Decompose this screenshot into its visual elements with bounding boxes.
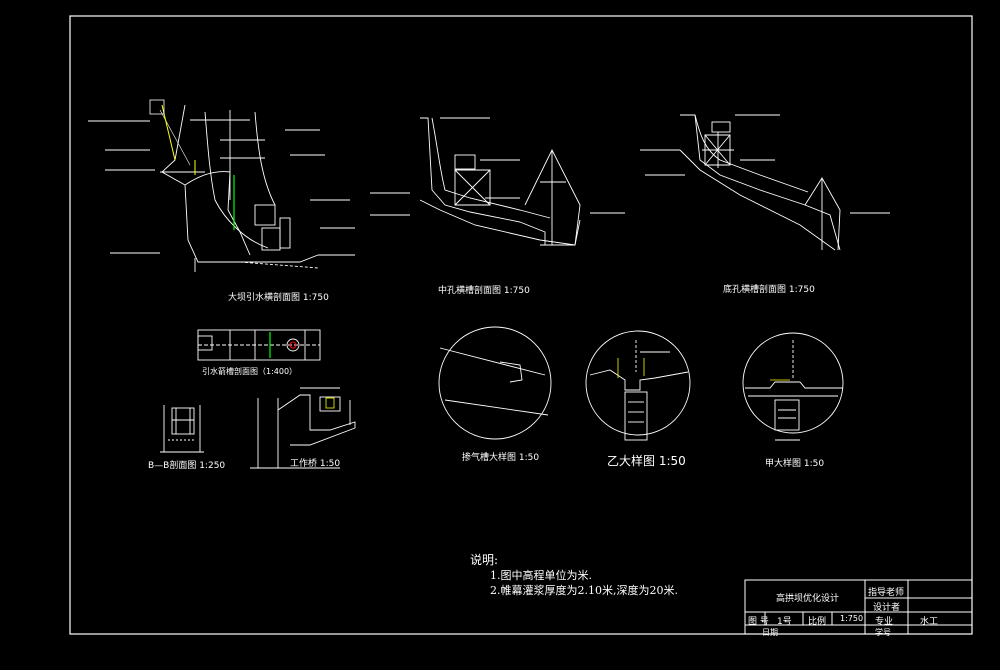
student-no-label: 学号	[875, 628, 891, 637]
scale-label: 比例	[808, 617, 827, 627]
major-label: 专业	[875, 617, 894, 627]
major-value: 水工	[920, 617, 939, 627]
bottom-outlet-title: 底孔横槽剖面图 1:750	[723, 285, 815, 295]
scale-value: 1:750	[840, 614, 864, 623]
date-label: 日期	[762, 628, 778, 637]
middle-outlet-title: 中孔横槽剖面图 1:750	[438, 286, 530, 296]
detail-b-title: 乙大样图 1:50	[607, 454, 686, 468]
detail-a-title: 甲大样图 1:50	[765, 459, 825, 469]
drawing-no-label: 图 号	[748, 617, 769, 627]
dam-section-view	[88, 104, 355, 272]
notes-heading: 说明:	[470, 553, 499, 567]
sheet-border	[69, 15, 973, 635]
title-block	[744, 579, 973, 635]
bb-section-title: B—B剖面图 1:250	[148, 461, 226, 471]
middle-outlet-view	[370, 117, 625, 246]
aeration-detail-title: 掺气槽大样图 1:50	[462, 453, 540, 463]
dam-section-title: 大坝引水横剖面图 1:750	[228, 293, 329, 303]
aeration-detail-view	[438, 326, 552, 440]
detail-a-view	[742, 332, 844, 441]
project-title: 高拱坝优化设计	[776, 594, 840, 604]
bottom-outlet-view	[640, 114, 890, 251]
work-bridge-view	[250, 387, 356, 469]
bb-section-view	[160, 405, 204, 453]
designer-label: 设计者	[873, 603, 901, 613]
supervisor-label: 指导老师	[868, 588, 905, 598]
drawing-no-value: 1号	[777, 617, 792, 627]
work-bridge-title: 工作桥 1:50	[290, 459, 341, 469]
notes-line-1: 1.图中高程单位为米.	[490, 569, 592, 582]
notes-line-2: 2.帷幕灌浆厚度为2.10米,深度为20米.	[490, 584, 678, 597]
intake-plan-view	[197, 329, 321, 361]
intake-plan-title: 引水箭槽剖面图（1:400）	[202, 367, 298, 376]
detail-b-view	[585, 330, 691, 441]
